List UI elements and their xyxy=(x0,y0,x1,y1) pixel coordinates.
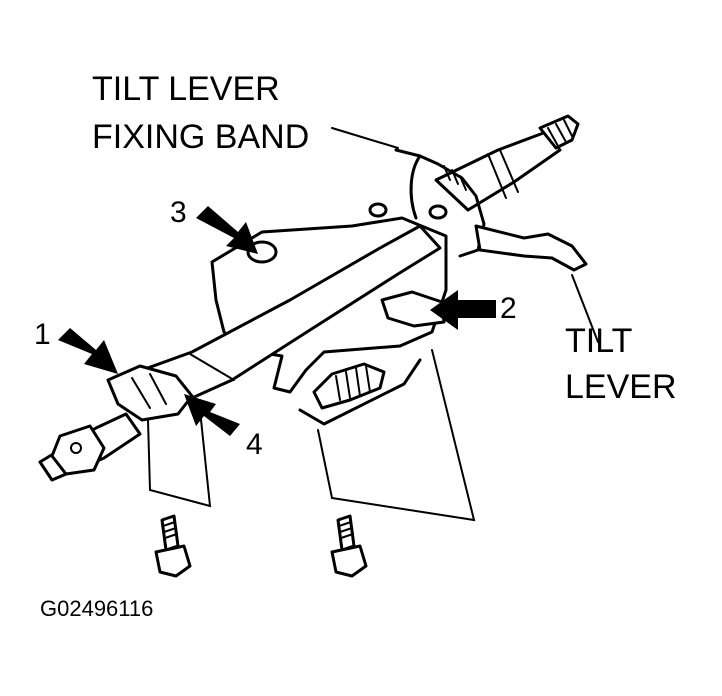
callout-arrow-2 xyxy=(430,290,496,330)
callout-arrow-3 xyxy=(196,206,258,254)
fixing-band-loop xyxy=(409,154,422,220)
lower-clamp xyxy=(106,364,194,422)
upper-shaft xyxy=(434,130,562,212)
leader-line-tilt-lever xyxy=(571,274,599,343)
tilt-clamp-plate xyxy=(380,290,446,328)
shaft-collar xyxy=(487,149,519,199)
joint-hole xyxy=(70,442,82,454)
tilt-lever xyxy=(474,224,588,272)
callout-number-1: 1 xyxy=(34,318,51,351)
lower-clamp-detail xyxy=(131,373,167,409)
callout-number-4: 4 xyxy=(246,428,263,461)
bolt-left xyxy=(154,514,192,578)
label-tilt-lever-line2: LEVER xyxy=(565,368,677,406)
fixing-band-ribs xyxy=(443,165,467,191)
tube-seam xyxy=(189,353,235,381)
bolt-guide-right xyxy=(317,349,476,522)
leader-line-fixing-band xyxy=(331,127,399,149)
figure-id: G02496116 xyxy=(40,596,153,621)
bolt-guide-left xyxy=(147,409,212,508)
spring-coils xyxy=(335,365,371,401)
shaft-spline-end xyxy=(538,114,580,150)
label-tilt-lever-fixing-band-line2: FIXING BAND xyxy=(92,118,309,156)
callout-number-3: 3 xyxy=(170,196,187,229)
label-tilt-lever-fixing-band-line1: TILT LEVER xyxy=(92,70,280,108)
callout-arrow-4 xyxy=(184,394,240,436)
callout-number-2: 2 xyxy=(500,292,517,325)
callout-arrow-1 xyxy=(58,328,118,374)
lower-link xyxy=(298,358,422,426)
label-tilt-lever-line1: TILT xyxy=(565,322,632,360)
column-tube xyxy=(118,224,442,418)
universal-joint xyxy=(50,424,106,476)
bolt-right xyxy=(330,514,368,578)
upper-nut-left xyxy=(368,202,388,218)
spline-lines xyxy=(547,119,573,147)
upper-nut-right xyxy=(428,204,448,220)
